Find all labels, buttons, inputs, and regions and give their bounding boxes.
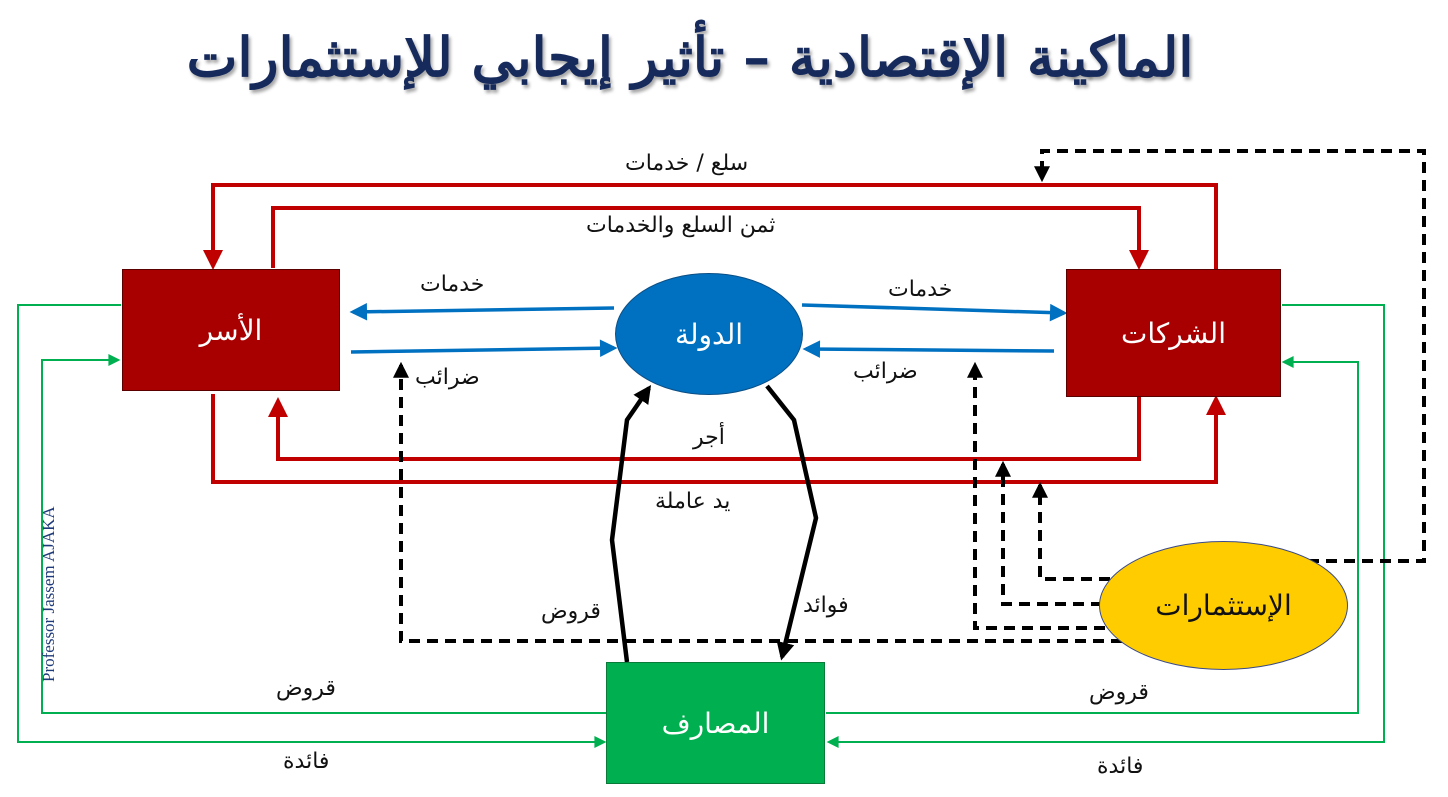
- flow-investment-firms-1: [967, 361, 1105, 630]
- label-interest-right: فائدة: [1097, 754, 1144, 779]
- label-goods-services: سلع / خدمات: [625, 151, 749, 176]
- label-taxes-right: ضرائب: [853, 359, 918, 384]
- flow-goods-services: [203, 183, 1218, 270]
- label-goods-price: ثمن السلع والخدمات: [586, 213, 776, 238]
- page-title: الماكينة الإقتصادية – تأثير إيجابي للإست…: [186, 25, 1194, 89]
- label-loans-state: قروض: [541, 599, 601, 624]
- label-services-left: خدمات: [420, 272, 485, 297]
- label-loans-right: قروض: [1089, 680, 1149, 705]
- flow-goods-price: [271, 206, 1149, 270]
- banks-node: المصارف: [606, 662, 825, 784]
- label-interest-state: فوائد: [803, 593, 849, 618]
- flow-interest-right: [826, 304, 1385, 748]
- flow-wage: [268, 397, 1141, 461]
- flow-investment-top: [1034, 149, 1426, 563]
- investments-node: الإستثمارات: [1099, 541, 1348, 670]
- flow-taxes-households: [350, 339, 618, 357]
- label-loans-left: قروض: [276, 676, 336, 701]
- households-node: الأسر: [122, 269, 340, 391]
- flow-investment-firms-3: [1032, 481, 1110, 581]
- state-node: الدولة: [615, 273, 803, 395]
- flow-loans-right: [826, 356, 1359, 714]
- label-wage: أجر: [693, 425, 725, 450]
- flow-loans-state: [609, 385, 652, 663]
- label-labor: يد عاملة: [655, 489, 731, 514]
- flow-services-to-households: [349, 303, 615, 321]
- flow-labor: [211, 394, 1226, 484]
- flow-taxes-firms: [802, 340, 1055, 358]
- flow-interest-state: [765, 384, 819, 661]
- firms-node: الشركات: [1066, 269, 1281, 397]
- label-taxes-left: ضرائب: [415, 365, 480, 390]
- flow-investment-firms-2: [995, 460, 1102, 606]
- label-services-right: خدمات: [888, 277, 953, 302]
- flow-loans-left: [41, 354, 606, 714]
- flow-investment-state: [393, 361, 1122, 643]
- flow-interest-left: [17, 304, 607, 748]
- label-interest-left: فائدة: [283, 749, 330, 774]
- flow-services-to-firms: [801, 303, 1068, 322]
- author-credit: Professor Jassem AJAKA: [39, 506, 58, 682]
